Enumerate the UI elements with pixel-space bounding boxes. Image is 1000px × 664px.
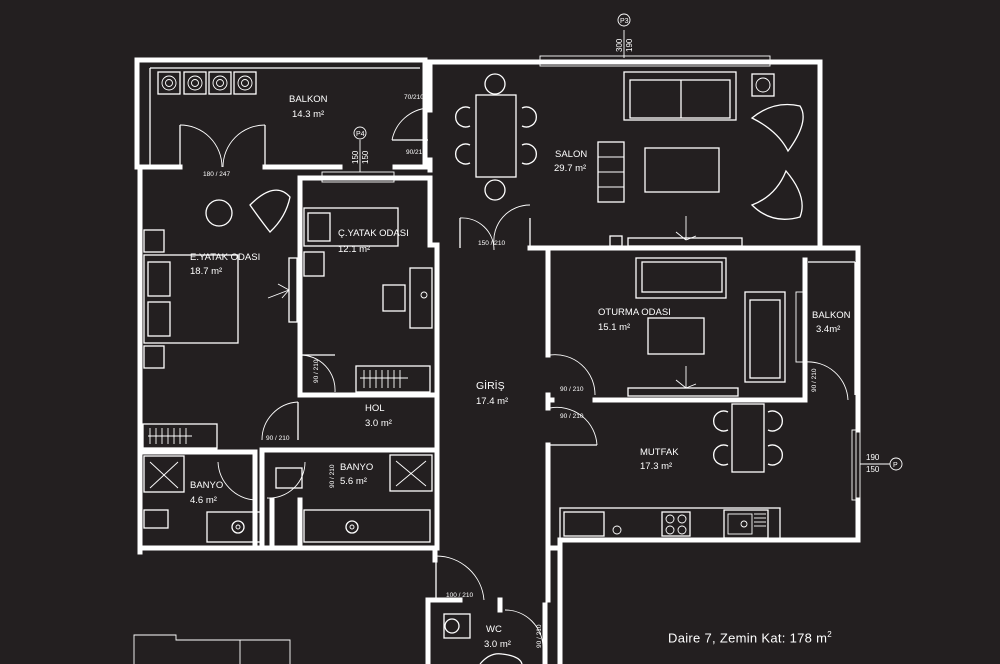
- e-yatak-bed: [143, 189, 298, 369]
- room-area-banyo-left: 4.6 m²: [190, 495, 217, 506]
- room-labels: BALKON 14.3 m² SALON 29.7 m² E.YATAK ODA…: [190, 94, 851, 650]
- room-area-salon: 29.7 m²: [554, 163, 586, 174]
- room-name-e-yatak: E.YATAK ODASI: [190, 252, 260, 263]
- door-label: 150 / 210: [478, 240, 505, 247]
- mutfak-furniture: [559, 403, 784, 541]
- room-area-giris: 17.4 m²: [476, 396, 508, 407]
- window-code: P3: [620, 18, 629, 25]
- door-label: 90 / 210: [560, 413, 584, 420]
- window-code: P4: [356, 131, 365, 138]
- window-dim: 150: [361, 150, 370, 164]
- dining-table: [454, 73, 538, 201]
- room-name-c-yatak: Ç.YATAK ODASI: [338, 228, 409, 239]
- room-area-balkon-top: 14.3 m²: [292, 109, 324, 120]
- door-label: 90 / 210: [536, 624, 543, 648]
- room-name-wc: WC: [486, 624, 502, 635]
- room-name-giris: GİRİŞ: [476, 379, 505, 392]
- door-label: 90 / 210: [266, 435, 290, 442]
- windows: [149, 55, 861, 501]
- e-yatak-wardrobe: [142, 423, 218, 449]
- room-area-hol: 3.0 m²: [365, 418, 392, 429]
- room-area-balkon-right: 3.4m²: [816, 324, 840, 335]
- door-label: 90 / 210: [560, 386, 584, 393]
- wc-fixtures: [443, 613, 523, 664]
- room-area-oturma: 15.1 m²: [598, 322, 630, 333]
- room-name-hol: HOL: [365, 403, 385, 414]
- banyo-mid-fixtures: [275, 454, 433, 543]
- window-code: P: [893, 462, 898, 469]
- doors: [179, 107, 849, 649]
- adjacent-building-outline: [133, 634, 291, 664]
- walls: [134, 57, 861, 664]
- room-name-balkon-top: BALKON: [289, 94, 328, 105]
- room-name-oturma: OTURMA ODASI: [598, 307, 671, 318]
- window-markers: [353, 13, 903, 471]
- room-area-wc: 3.0 m²: [484, 639, 511, 650]
- door-label: 100 / 210: [446, 592, 473, 599]
- door-label: 90 / 210: [329, 464, 336, 488]
- room-name-banyo-left: BANYO: [190, 480, 223, 491]
- window-dim: 190: [625, 38, 634, 52]
- room-area-mutfak: 17.3 m²: [640, 461, 672, 472]
- plan-caption: Daire 7, Zemin Kat: 178 m2: [668, 630, 832, 645]
- caption-text: Daire 7, Zemin Kat: 178 m: [668, 630, 828, 646]
- window-dim: 150: [351, 150, 360, 164]
- door-label: 90 / 210: [313, 359, 320, 383]
- door-label: 90/210: [406, 149, 426, 156]
- room-name-salon: SALON: [555, 149, 587, 160]
- window-dim: 300: [615, 38, 624, 52]
- window-dim: 190: [866, 453, 880, 462]
- room-name-mutfak: MUTFAK: [640, 447, 679, 458]
- c-yatak-furniture: [303, 207, 433, 393]
- room-area-banyo-mid: 5.6 m²: [340, 476, 367, 487]
- room-area-e-yatak: 18.7 m²: [190, 266, 222, 277]
- furniture: [133, 71, 804, 664]
- salon-sofa: [597, 71, 804, 220]
- banyo-left-fixtures: [143, 455, 262, 543]
- door-label: 70/210: [404, 94, 424, 101]
- salon-tv: [609, 216, 743, 247]
- door-label: 90 / 210: [252, 470, 259, 494]
- door-label: 90 / 210: [811, 368, 818, 392]
- door-label: 180 / 247: [203, 171, 230, 178]
- oturma-furniture: [627, 257, 786, 397]
- window-dim: 150: [866, 465, 880, 474]
- room-area-c-yatak: 12.1 m²: [338, 244, 370, 255]
- door-labels: 70/210 90/210 180 / 247 150 / 210 90 / 2…: [203, 94, 818, 648]
- caption-superscript: 2: [827, 630, 832, 639]
- window-labels: P3 300 190 P4 150 150 P 190 150: [351, 18, 898, 474]
- room-name-banyo-mid: BANYO: [340, 462, 373, 473]
- balcony-planters: [157, 71, 257, 95]
- room-name-balkon-right: BALKON: [812, 310, 851, 321]
